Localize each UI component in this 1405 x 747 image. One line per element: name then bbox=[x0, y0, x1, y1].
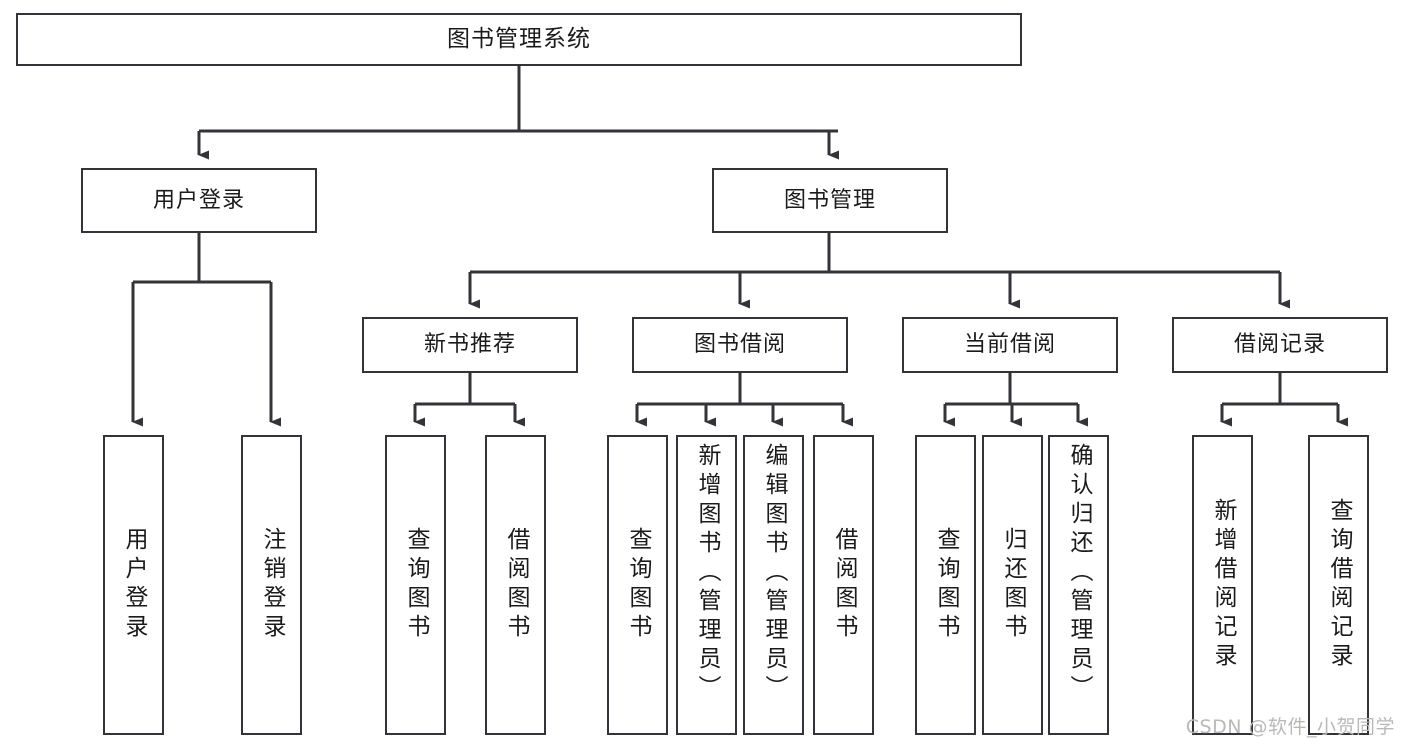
node-label: 新书推荐 bbox=[423, 332, 516, 357]
node-label: 注销登录 bbox=[259, 527, 285, 643]
node-label: 用户登录 bbox=[152, 187, 245, 213]
leaf-query-book-current[interactable]: 查询图书 bbox=[915, 435, 976, 735]
node-new-book-recommend[interactable]: 新书推荐 bbox=[362, 317, 578, 373]
node-label: 查询借阅记录 bbox=[1326, 498, 1352, 672]
leaf-add-borrow-record[interactable]: 新增借阅记录 bbox=[1192, 435, 1253, 735]
node-label: 查询图书 bbox=[625, 527, 651, 643]
leaf-query-borrow-record[interactable]: 查询借阅记录 bbox=[1308, 435, 1369, 735]
leaf-borrow-book-borrow[interactable]: 借阅图书 bbox=[813, 435, 874, 735]
leaf-query-book-recommend[interactable]: 查询图书 bbox=[385, 435, 446, 735]
leaf-edit-book-admin[interactable]: 编辑图书（管理员） bbox=[743, 435, 804, 735]
leaf-user-login[interactable]: 用户登录 bbox=[103, 435, 164, 735]
node-label: 图书借阅 bbox=[693, 332, 786, 357]
node-label: 新增图书（管理员） bbox=[694, 443, 720, 704]
node-user-login[interactable]: 用户登录 bbox=[81, 168, 317, 233]
node-label: 查询图书 bbox=[933, 527, 959, 643]
node-label: 图书管理系统 bbox=[447, 26, 591, 52]
node-label: 当前借阅 bbox=[963, 332, 1056, 357]
node-label: 归还图书 bbox=[1000, 527, 1026, 643]
leaf-confirm-return-admin[interactable]: 确认归还（管理员） bbox=[1048, 435, 1109, 735]
node-root-book-management-system[interactable]: 图书管理系统 bbox=[16, 13, 1022, 66]
node-label: 编辑图书（管理员） bbox=[761, 443, 787, 704]
leaf-return-book[interactable]: 归还图书 bbox=[982, 435, 1043, 735]
node-book-borrow[interactable]: 图书借阅 bbox=[632, 317, 848, 373]
node-label: 借阅图书 bbox=[831, 527, 857, 643]
csdn-watermark: CSDN @软件_小贺同学 bbox=[1186, 712, 1395, 739]
node-label: 确认归还（管理员） bbox=[1066, 443, 1092, 704]
node-label: 新增借阅记录 bbox=[1210, 498, 1236, 672]
node-label: 用户登录 bbox=[121, 527, 147, 643]
leaf-borrow-book-recommend[interactable]: 借阅图书 bbox=[485, 435, 546, 735]
leaf-query-book-borrow[interactable]: 查询图书 bbox=[607, 435, 668, 735]
node-label: 借阅图书 bbox=[503, 527, 529, 643]
node-label: 查询图书 bbox=[403, 527, 429, 643]
node-book-management[interactable]: 图书管理 bbox=[712, 168, 948, 233]
node-borrow-record[interactable]: 借阅记录 bbox=[1172, 317, 1388, 373]
leaf-logout-login[interactable]: 注销登录 bbox=[241, 435, 302, 735]
node-label: 借阅记录 bbox=[1233, 332, 1326, 357]
leaf-add-book-admin[interactable]: 新增图书（管理员） bbox=[676, 435, 737, 735]
watermark-text: CSDN @软件_小贺同学 bbox=[1185, 716, 1395, 738]
node-current-borrow[interactable]: 当前借阅 bbox=[902, 317, 1118, 373]
node-label: 图书管理 bbox=[783, 187, 876, 213]
